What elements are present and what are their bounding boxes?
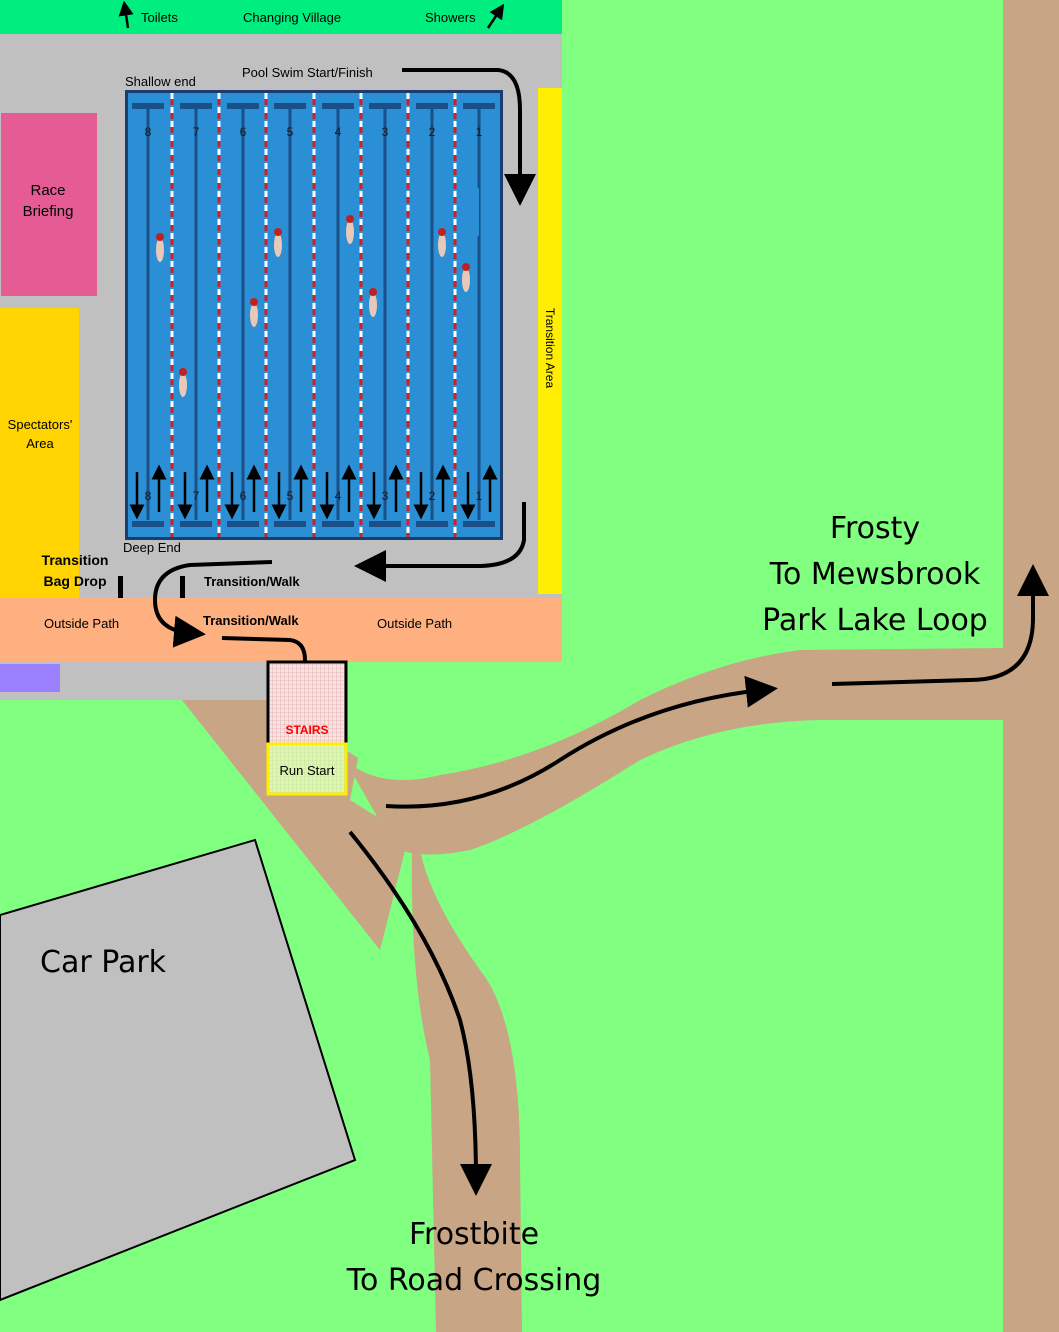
lane-end-marker [369, 521, 401, 527]
outside-path-left: Outside Path [44, 616, 119, 631]
lane-end-marker [227, 521, 259, 527]
transition-walk-arrow [152, 560, 273, 648]
lane-end-marker [369, 103, 401, 109]
transition-walk-lower: Transition/Walk [203, 613, 299, 628]
outside-path-right: Outside Path [377, 616, 452, 631]
frosty-label-3: Park Lake Loop [762, 603, 988, 638]
lane-end-marker [132, 103, 164, 109]
car-park [0, 838, 357, 1302]
bag-drop-label-2: Bag Drop [44, 573, 107, 589]
lane-end-marker [416, 103, 448, 109]
showers-label: Showers [425, 10, 476, 25]
run-start [266, 742, 348, 796]
swimmer-icon [156, 238, 164, 262]
swimmer-icon [346, 220, 354, 244]
lane-end-marker [180, 103, 212, 109]
lane-number-bottom: 8 [145, 489, 152, 503]
frosty-route-arrow-1 [385, 675, 778, 809]
lane-number-bottom: 3 [382, 489, 389, 503]
lane-gap [457, 188, 479, 236]
transition-area [538, 88, 562, 594]
race-briefing-label: Race [30, 182, 65, 199]
frostbite-label-2: To Road Crossing [346, 1263, 602, 1298]
stairs [266, 660, 348, 746]
run-start-label: Run Start [280, 763, 335, 778]
lane-end-marker [227, 103, 259, 109]
lane-end-marker [274, 103, 306, 109]
changing-village-label: Changing Village [243, 10, 341, 25]
frostbite-label-1: Frostbite [409, 1217, 539, 1252]
lane-number-bottom: 5 [287, 489, 294, 503]
spectators-label: Spectators' [8, 417, 73, 432]
swim-cap-icon [462, 263, 470, 271]
swim-cap-icon [179, 368, 187, 376]
toilets-label: Toilets [141, 10, 178, 25]
east-road [1003, 0, 1059, 1332]
swim-exit-arrow [354, 502, 526, 582]
swimmer-icon [274, 233, 282, 257]
lane-number-top: 8 [145, 125, 152, 139]
transition-walk-upper: Transition/Walk [204, 574, 300, 589]
lane-number-top: 1 [476, 125, 483, 139]
lane-number-top: 4 [335, 125, 342, 139]
lane-end-marker [322, 521, 354, 527]
race-briefing-area [1, 113, 97, 296]
car-park-label: Car Park [40, 945, 167, 980]
spectators-area [0, 308, 79, 598]
swimming-pool: 8 8 7 7 6 6 5 5 4 4 3 3 2 2 1 1 [125, 90, 503, 540]
shallow-end-label: Shallow end [125, 74, 196, 89]
lane-end-marker [274, 521, 306, 527]
stairs-label: STAIRS [285, 723, 328, 737]
to-stairs-arrow [221, 636, 321, 724]
swimmer-icon [462, 268, 470, 292]
outside-path [0, 598, 562, 662]
lane-number-bottom: 4 [335, 489, 342, 503]
swim-cap-icon [156, 233, 164, 241]
frosty-label-1: Frosty [830, 511, 920, 546]
swim-start-finish-label: Pool Swim Start/Finish [242, 65, 373, 80]
race-briefing-label-2: Briefing [23, 203, 74, 220]
purple-block [0, 664, 60, 692]
swimmer-icon [250, 303, 258, 327]
lane-number-bottom: 2 [429, 489, 436, 503]
lane-number-bottom: 6 [240, 489, 247, 503]
lane-end-marker [322, 103, 354, 109]
swim-cap-icon [438, 228, 446, 236]
frostbite-route-arrow [348, 830, 492, 1196]
swim-cap-icon [274, 228, 282, 236]
lane-number-top: 7 [193, 125, 200, 139]
lane-number-bottom: 7 [193, 489, 200, 503]
bag-drop-label: Transition [42, 552, 109, 568]
frosty-route-arrow-2 [831, 564, 1049, 686]
lane-end-marker [463, 521, 495, 527]
path-network [182, 648, 1003, 1332]
swim-cap-icon [346, 215, 354, 223]
swimmer-icon [438, 233, 446, 257]
lane-end-marker [132, 521, 164, 527]
top-bar [0, 0, 562, 34]
lane-number-top: 5 [287, 125, 294, 139]
swim-start-arrow [402, 68, 536, 206]
spectators-label-2: Area [26, 436, 54, 451]
lane-number-top: 2 [429, 125, 436, 139]
transition-area-label: Transition Area [543, 308, 557, 389]
swimmer-icon [369, 293, 377, 317]
swim-cap-icon [250, 298, 258, 306]
lane-end-marker [463, 103, 495, 109]
lane-number-bottom: 1 [476, 489, 483, 503]
swimmer-icon [179, 373, 187, 397]
lane-end-marker [416, 521, 448, 527]
lane-number-top: 3 [382, 125, 389, 139]
frosty-label-2: To Mewsbrook [769, 557, 981, 592]
swim-cap-icon [369, 288, 377, 296]
lane-number-top: 6 [240, 125, 247, 139]
deep-end-label: Deep End [123, 540, 181, 555]
lane-end-marker [180, 521, 212, 527]
